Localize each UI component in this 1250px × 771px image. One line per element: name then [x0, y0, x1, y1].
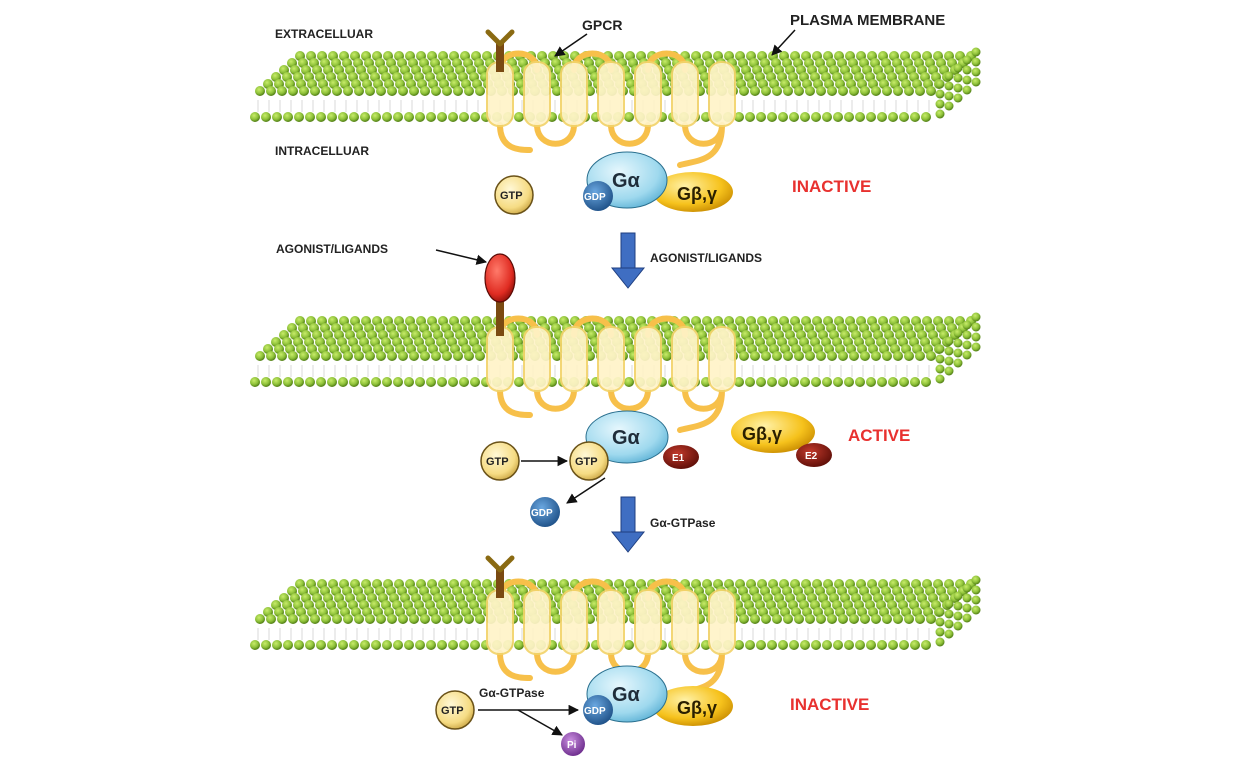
g-protein-panel1: Gα Gβ,γ GDP	[583, 151, 733, 212]
effector-e1	[663, 445, 699, 469]
gtp-label: GTP	[486, 456, 509, 468]
pi-label: Pi	[567, 740, 577, 751]
plasma-membrane-label: PLASMA MEMBRANE	[790, 12, 945, 29]
intracellular-label: INTRACELLUAR	[275, 144, 369, 158]
g-beta-gamma-subunit	[731, 411, 815, 453]
agonist-pointer-arrow	[435, 249, 488, 265]
gtp-hydrolysis: GTP Gα-GTPase Pi	[435, 686, 585, 756]
effector-e2-label: E2	[805, 451, 818, 462]
gdp-release-arrow	[566, 477, 606, 504]
g-protein-panel2: Gα E1 Gβ,γ E2	[585, 410, 832, 469]
g-alpha-label: Gα	[612, 684, 641, 706]
agonist-transition-label: AGONIST/LIGANDS	[650, 251, 762, 265]
gtp-free	[435, 690, 475, 730]
gpcr-label: GPCR	[582, 17, 622, 33]
gtp-bound	[569, 441, 609, 481]
state-label-inactive-1: INACTIVE	[792, 177, 871, 196]
gtp-free-panel1: GTP	[494, 175, 534, 215]
plasma-membrane-pointer-arrow	[771, 29, 796, 56]
gpcr-receptor	[486, 315, 736, 433]
ligand-bound-receptor	[484, 253, 516, 336]
gpcr-receptor	[486, 578, 736, 696]
g-beta-gamma-subunit	[653, 686, 733, 726]
gtp-label: GTP	[441, 705, 464, 717]
g-alpha-label: Gα	[612, 427, 641, 449]
gpcr-pointer-arrow	[554, 33, 588, 57]
transition-arrow-agonist	[610, 232, 646, 289]
gdp-molecule	[583, 695, 613, 725]
g-beta-gamma-label: Gβ,γ	[677, 184, 717, 204]
gdp-label: GDP	[584, 192, 606, 203]
receptor-ligand-site	[485, 29, 515, 72]
state-label-inactive-2: INACTIVE	[790, 695, 869, 714]
gtpase-inline-label: Gα-GTPase	[479, 686, 545, 700]
phosphate-pi	[561, 732, 585, 756]
transition-arrow-gtpase	[610, 496, 646, 553]
g-alpha-subunit	[585, 410, 669, 464]
g-protein-panel3: Gα Gβ,γ GDP	[583, 665, 733, 726]
gtpase-transition-label: Gα-GTPase	[650, 516, 716, 530]
effector-e1-label: E1	[672, 453, 685, 464]
pi-release-arrow	[517, 709, 563, 736]
gdp-label: GDP	[584, 706, 606, 717]
g-alpha-label: Gα	[612, 170, 641, 192]
receptor-ligand-site	[485, 555, 515, 598]
g-beta-gamma-subunit	[653, 172, 733, 212]
gdp-released	[530, 497, 560, 527]
g-beta-gamma-label: Gβ,γ	[742, 424, 782, 444]
g-beta-gamma-label: Gβ,γ	[677, 698, 717, 718]
ligand	[484, 253, 516, 303]
gdp-molecule	[583, 181, 613, 211]
gtp-free	[480, 441, 520, 481]
gtp-exchange: GTP GTP GDP	[480, 441, 609, 527]
effector-e2	[796, 443, 832, 467]
extracellular-label: EXTRACELLUAR	[275, 27, 373, 41]
state-label-active: ACTIVE	[848, 426, 910, 445]
agonist-label: AGONIST/LIGANDS	[276, 242, 388, 256]
gtp-label: GTP	[500, 190, 523, 202]
gtp-bound-label: GTP	[575, 456, 598, 468]
gdp-released-label: GDP	[531, 508, 553, 519]
gpcr-receptor	[486, 50, 736, 168]
